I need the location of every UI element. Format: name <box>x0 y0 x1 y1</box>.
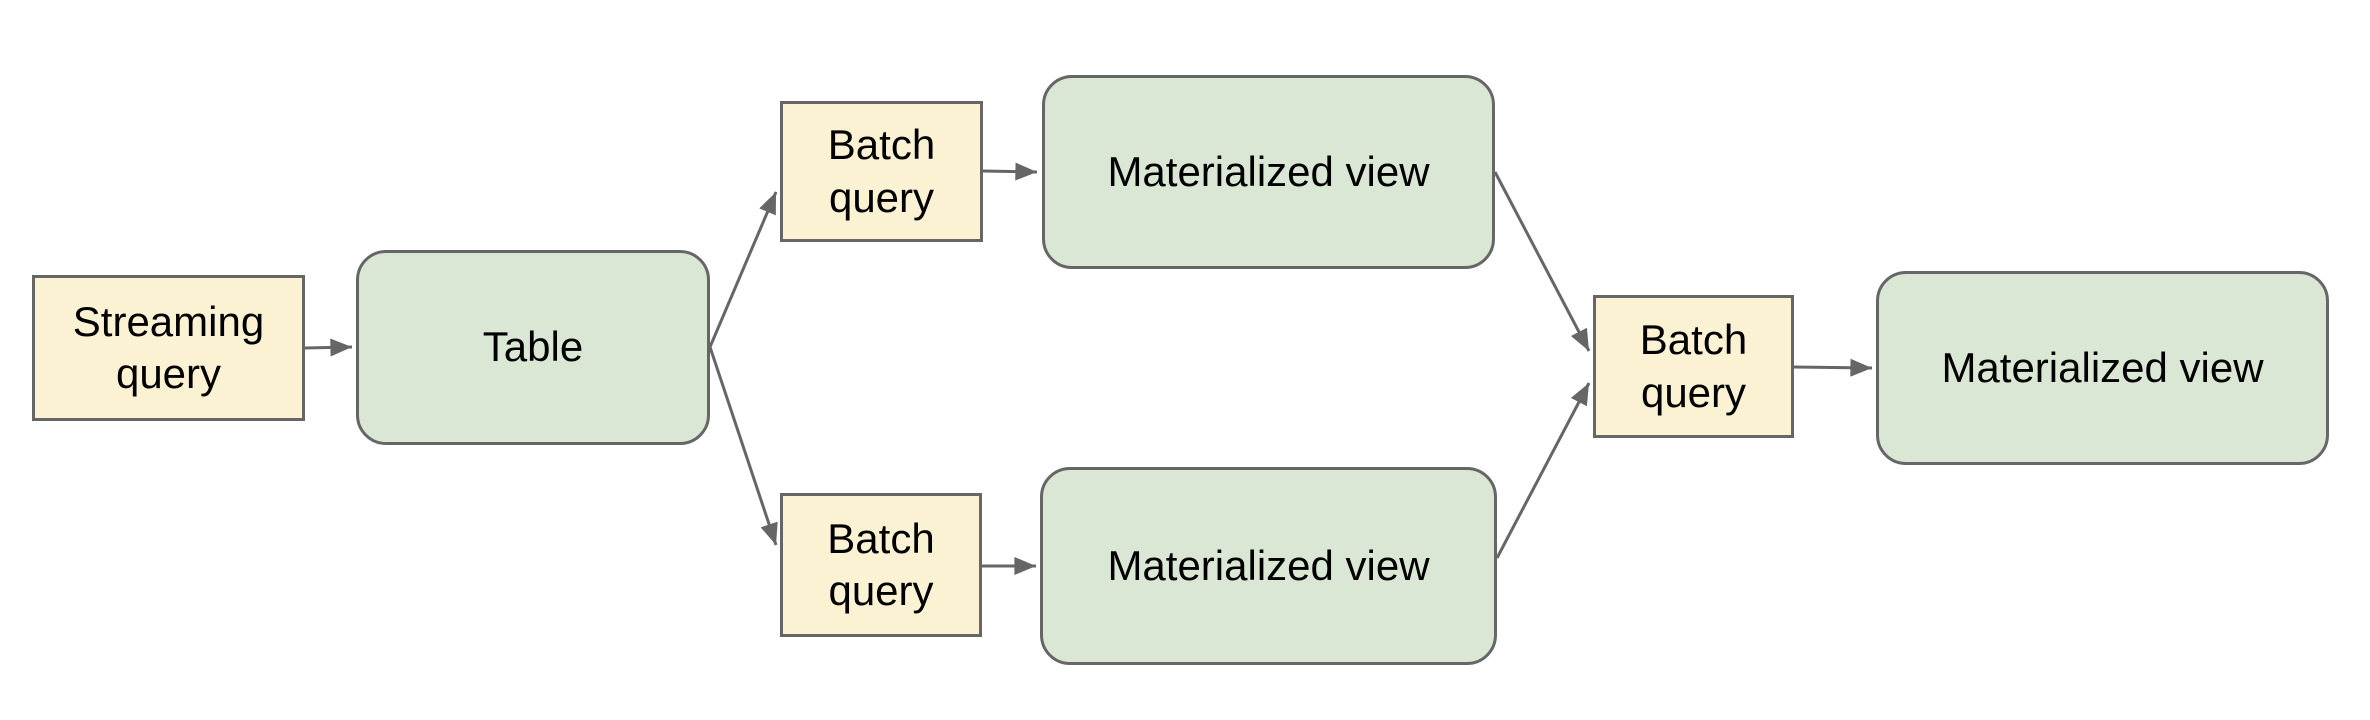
node-label: Table <box>482 323 584 371</box>
node-label: Materialized view <box>1941 343 2264 391</box>
node-batch-query-bottom: Batch query <box>780 493 982 637</box>
node-batch-query-top: Batch query <box>780 101 983 242</box>
node-label: Materialized view <box>1107 541 1430 589</box>
node-materialized-view-bottom: Materialized view <box>1040 467 1497 665</box>
arrow-table-to-batch-query-bottom <box>708 346 778 546</box>
node-materialized-view-top: Materialized view <box>1042 75 1495 269</box>
arrow-batch-query-merge-to-materialized-view-final <box>1793 358 1873 377</box>
node-batch-query-merge: Batch query <box>1593 295 1794 438</box>
arrow-materialized-view-bottom-to-batch-query-merge <box>1495 382 1591 559</box>
node-label: Batch query <box>827 121 936 221</box>
arrow-table-to-batch-query-top <box>708 191 778 348</box>
node-table: Table <box>356 250 710 445</box>
arrow-batch-query-top-to-materialized-view-top <box>982 162 1038 181</box>
node-streaming-query: Streaming query <box>32 275 305 421</box>
node-materialized-view-final: Materialized view <box>1876 271 2329 465</box>
node-label: Batch query <box>827 514 935 615</box>
node-label: Batch query <box>1639 316 1748 416</box>
arrow-streaming-query-to-table <box>304 338 353 357</box>
node-label: Streaming query <box>72 297 265 398</box>
node-label: Materialized view <box>1107 147 1430 195</box>
arrow-materialized-view-top-to-batch-query-merge <box>1493 171 1591 352</box>
